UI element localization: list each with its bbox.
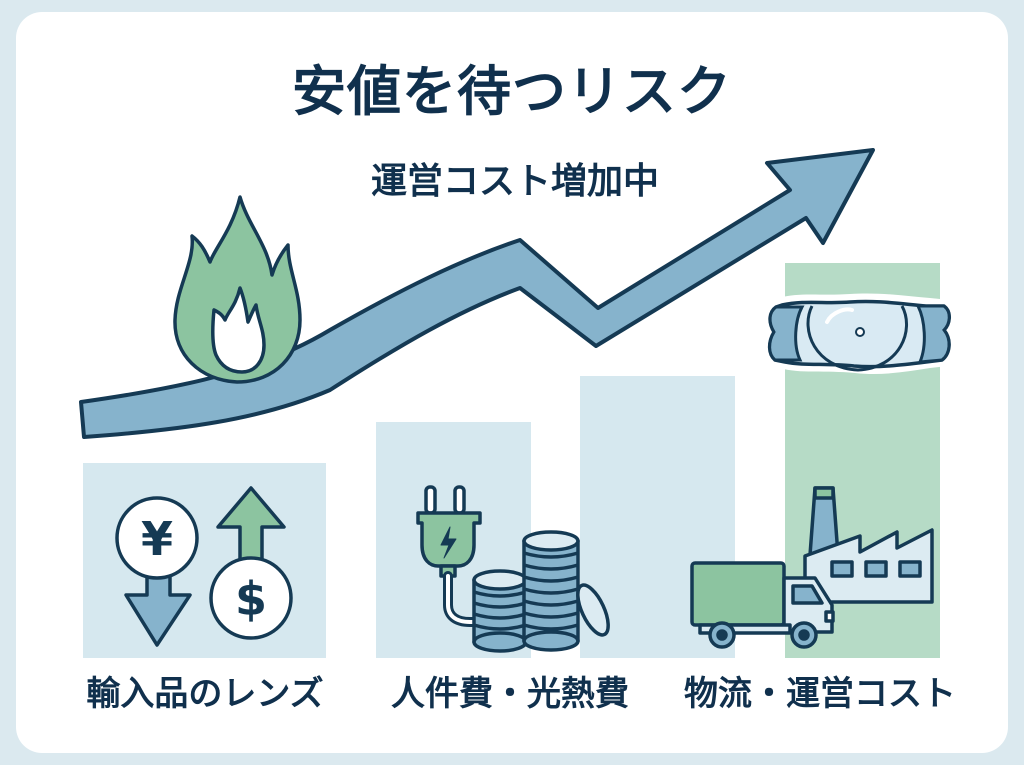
- label-imported-lens: 輸入品のレンズ: [86, 674, 324, 714]
- page-title: 安値を待つリスク: [292, 60, 732, 123]
- plug-coins-icon: [416, 485, 610, 653]
- truck-factory-icon: [690, 486, 934, 649]
- yen-down-dollar-up-icon: [115, 486, 293, 647]
- yen-symbol: ¥: [141, 512, 173, 566]
- dollar-symbol: $: [235, 572, 267, 626]
- label-logistics-operations: 物流・運営コスト: [684, 674, 956, 714]
- lens-icon: [762, 293, 958, 375]
- subtitle: 運営コスト増加中: [370, 161, 659, 202]
- label-labor-utilities: 人件費・光熱費: [391, 674, 629, 714]
- fire-icon: [173, 195, 302, 384]
